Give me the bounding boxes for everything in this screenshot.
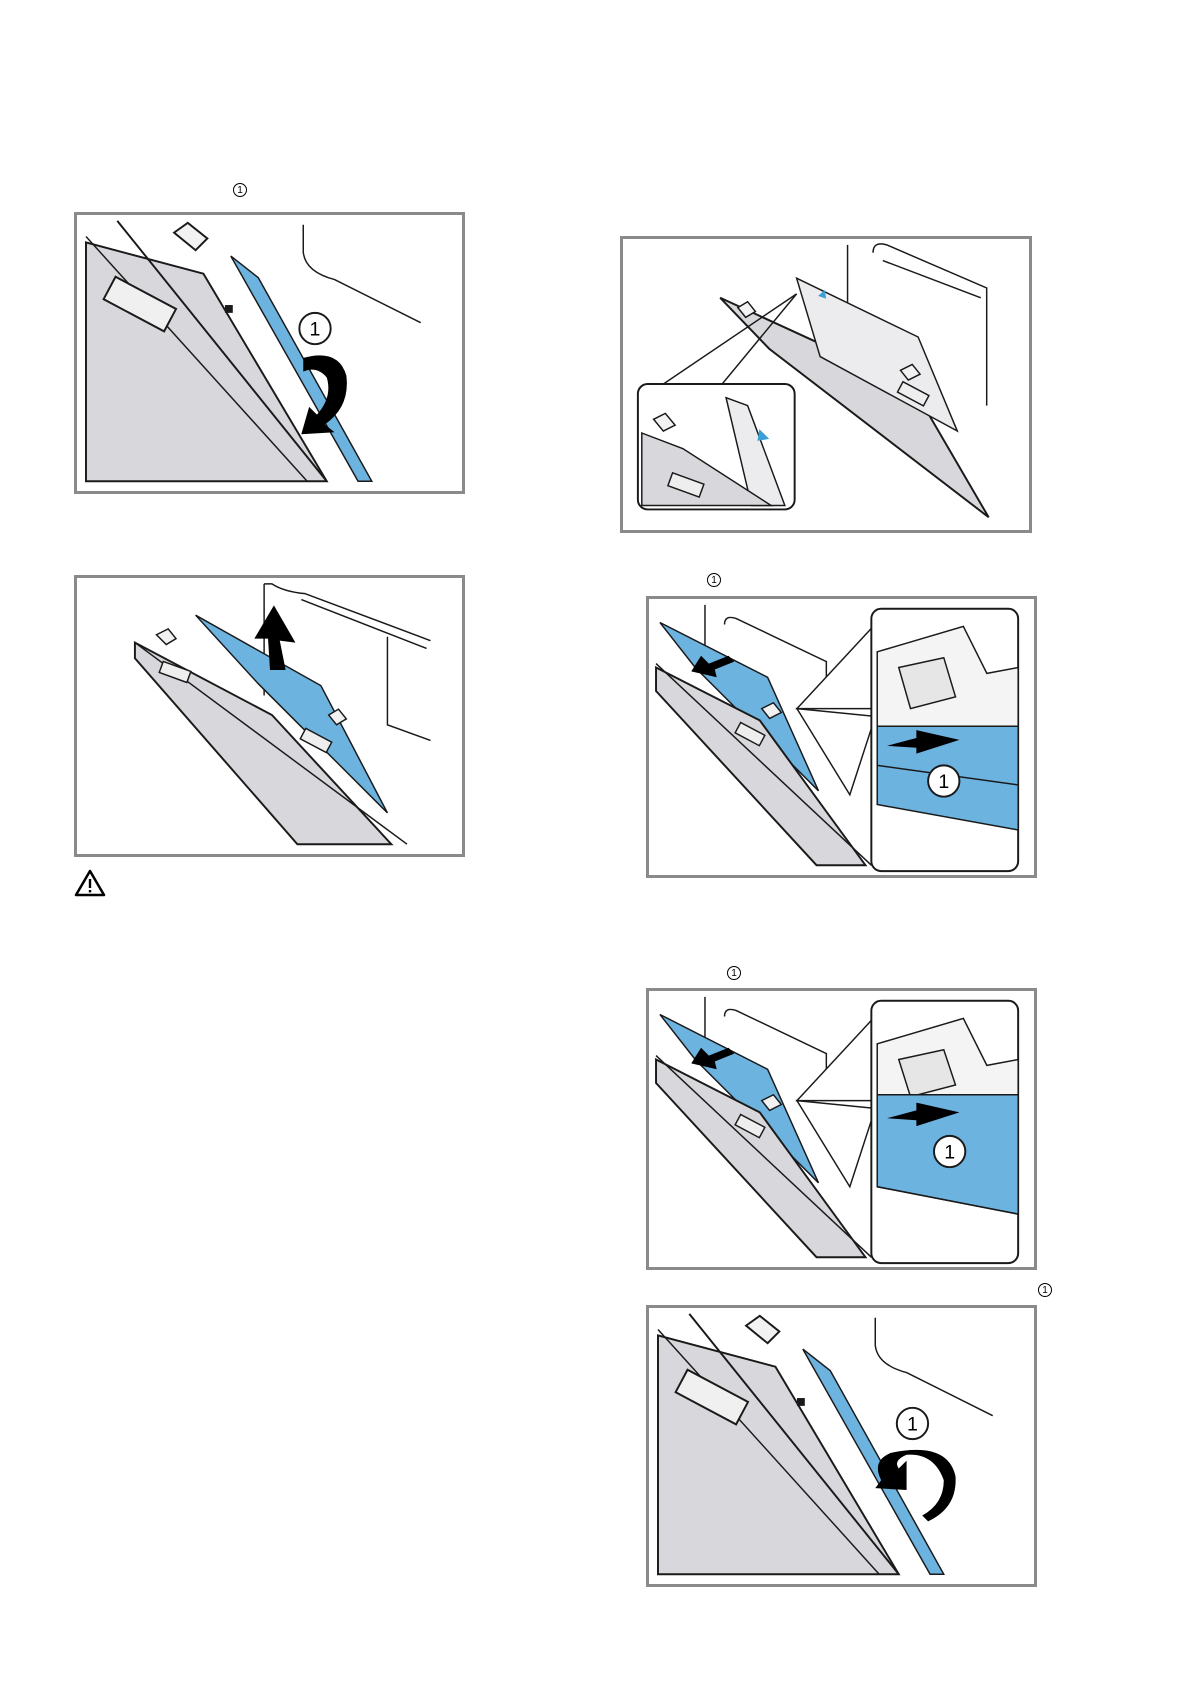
illustration-insert-2: 1 bbox=[649, 991, 1034, 1267]
figure-lift-glass bbox=[74, 575, 465, 857]
step-marker-right-1: 1 bbox=[707, 573, 721, 587]
callout-number: 1 bbox=[944, 1141, 955, 1163]
figure-remove-glass-rotate: 1 bbox=[74, 212, 465, 494]
step-marker-left: 1 bbox=[233, 183, 247, 197]
figure-glass-orientation bbox=[620, 236, 1032, 533]
illustration-rotate: 1 bbox=[77, 215, 462, 491]
step-marker-right-3: 1 bbox=[1038, 1283, 1052, 1297]
illustration-insert-1: 1 bbox=[649, 599, 1034, 875]
callout-number: 1 bbox=[907, 1413, 918, 1435]
illustration-rotate-back: 1 bbox=[649, 1308, 1034, 1584]
callout-number: 1 bbox=[310, 318, 321, 340]
figure-insert-glass-1: 1 bbox=[646, 596, 1037, 878]
illustration-orientation bbox=[623, 239, 1029, 530]
illustration-lift bbox=[77, 578, 462, 854]
step-marker-right-2: 1 bbox=[727, 966, 741, 980]
callout-number: 1 bbox=[938, 771, 949, 793]
warning-triangle-icon bbox=[74, 869, 106, 897]
figure-insert-glass-2: 1 bbox=[646, 988, 1037, 1270]
figure-rotate-glass-back: 1 bbox=[646, 1305, 1037, 1587]
